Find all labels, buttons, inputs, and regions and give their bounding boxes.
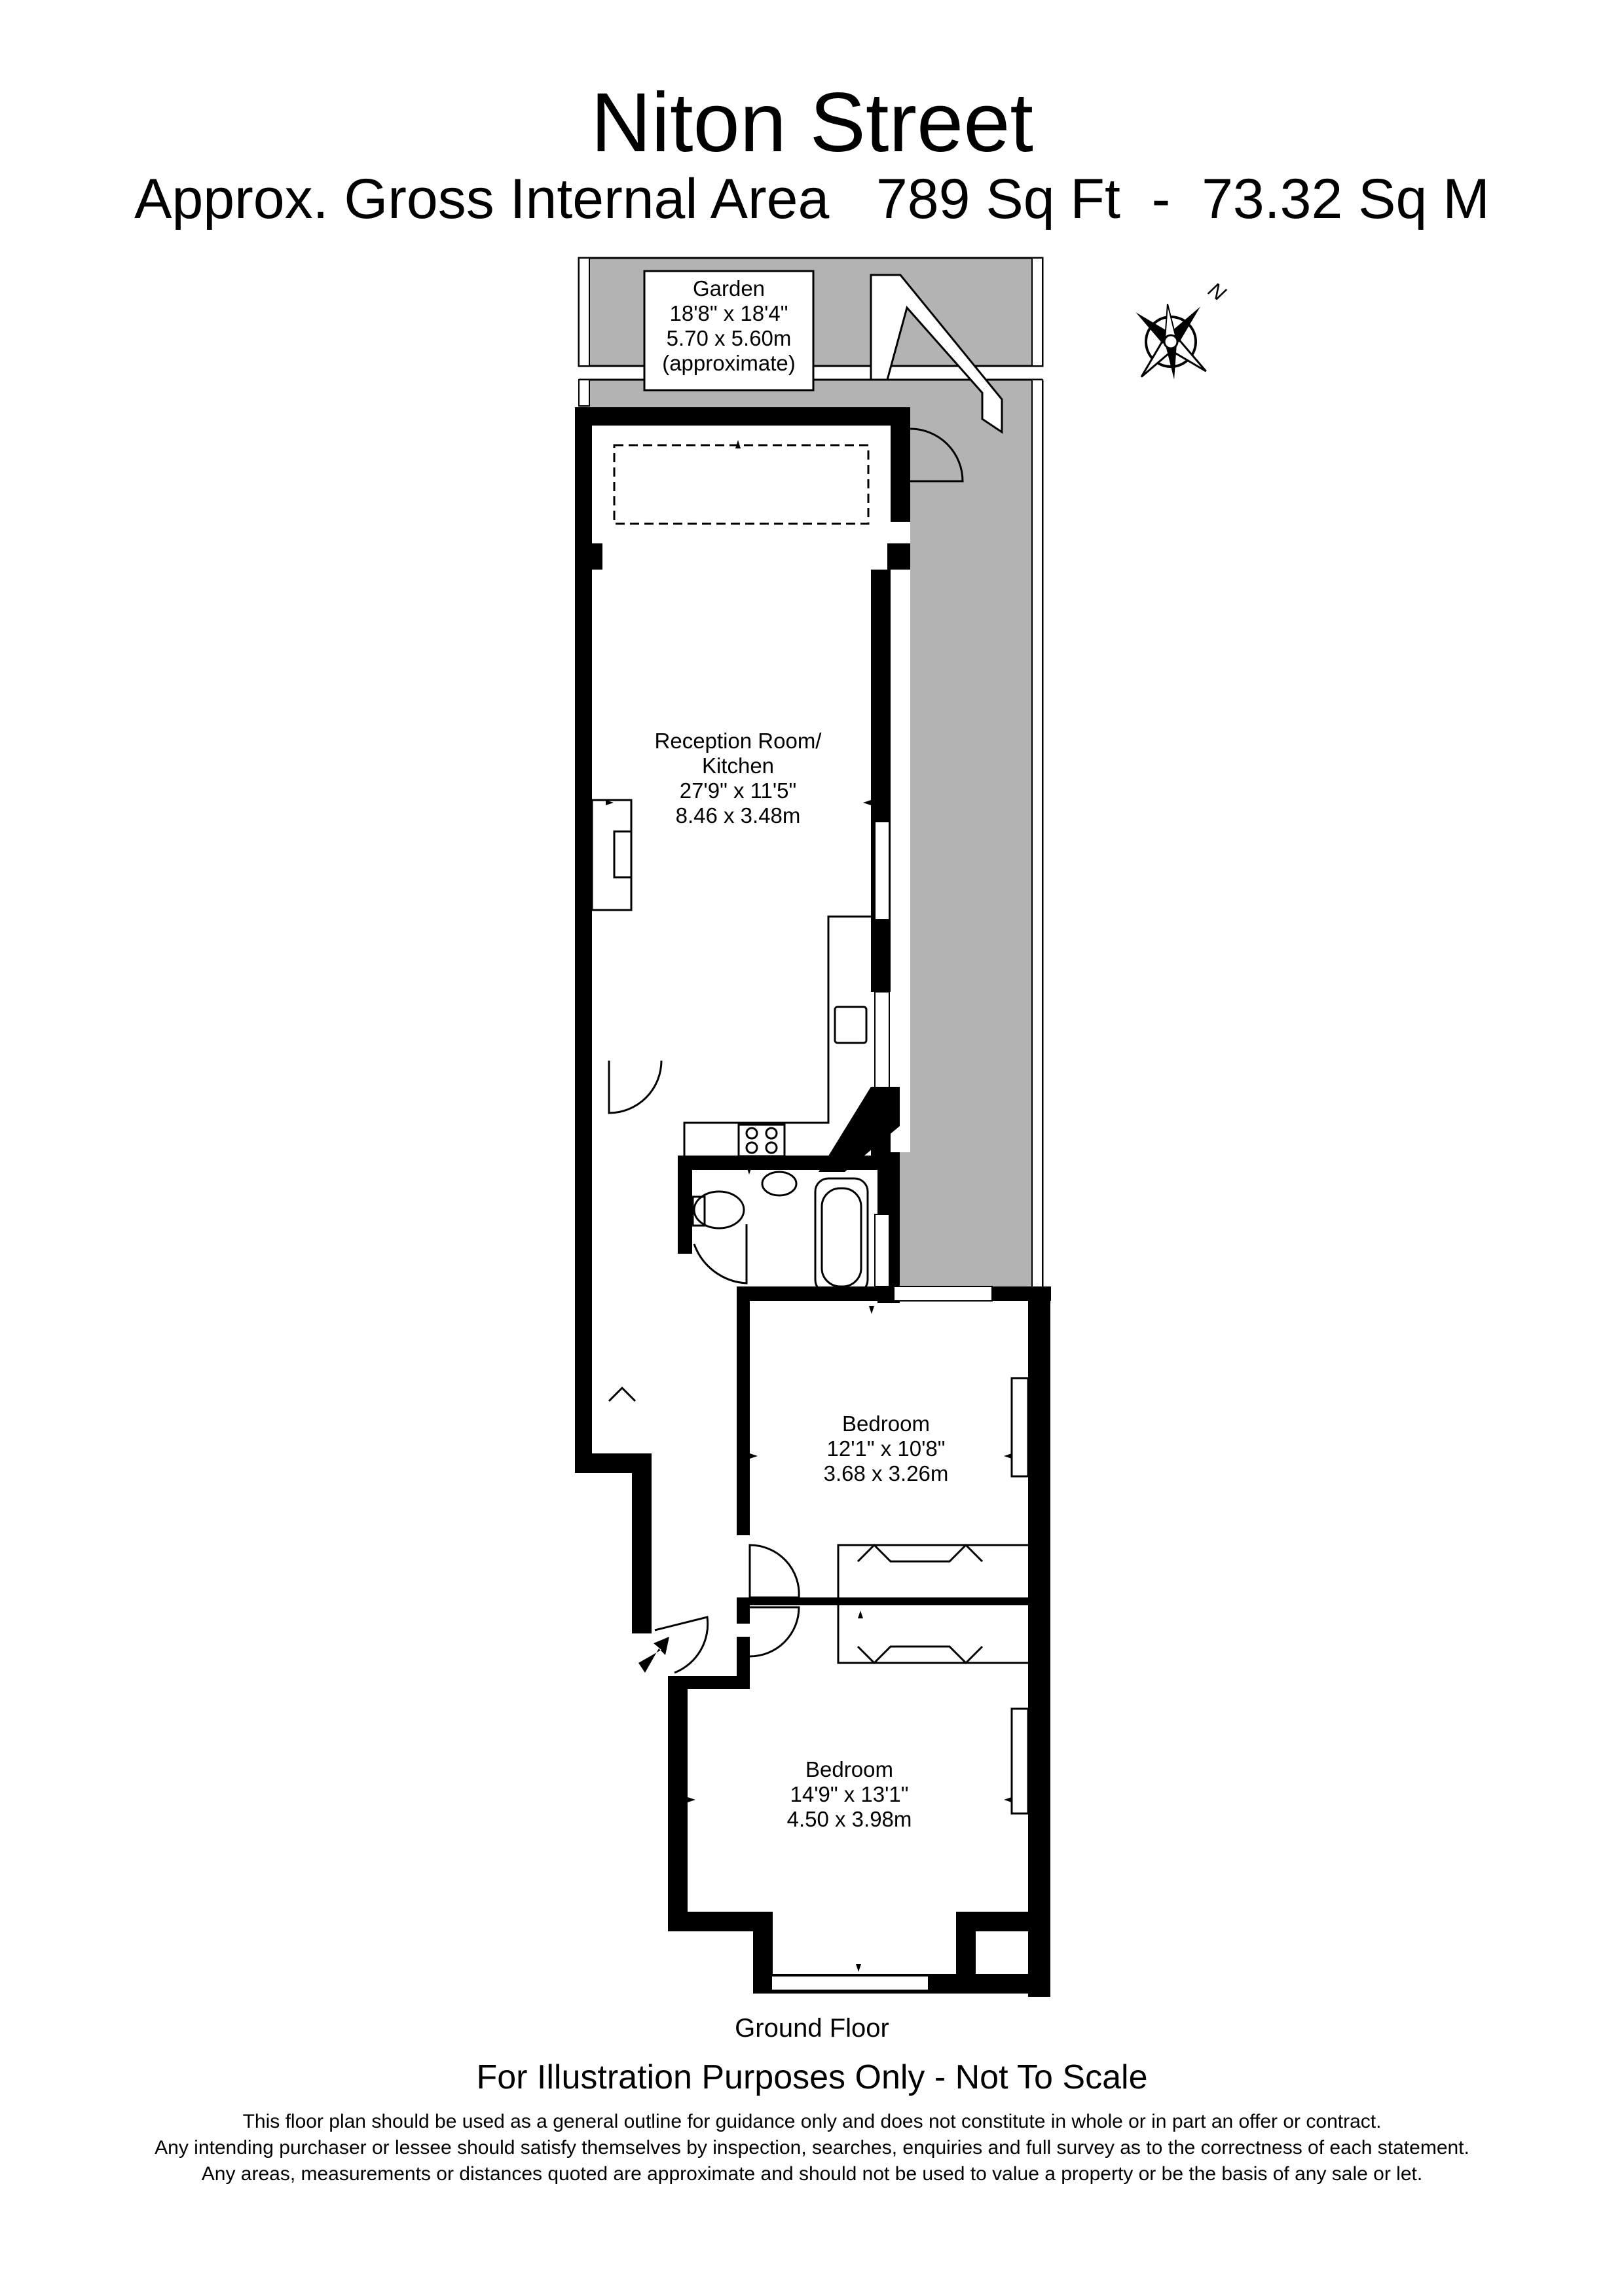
bedroom1-imperial: 12'1" x 10'8": [827, 1436, 946, 1461]
wc-door: [693, 1224, 748, 1285]
walls: [575, 407, 1051, 1997]
garden-label: Garden 18'8" x 18'4" 5.70 x 5.60m (appro…: [662, 276, 796, 375]
disclaimer-line-3: Any areas, measurements or distances quo…: [202, 2163, 1422, 2185]
reception-metric: 8.46 x 3.48m: [676, 803, 801, 828]
bedroom1-metric: 3.68 x 3.26m: [824, 1461, 949, 1485]
disclaimer-line-2: Any intending purchaser or lessee should…: [155, 2137, 1469, 2159]
compass-icon: [1135, 303, 1207, 380]
wardrobe: [837, 1544, 1036, 1664]
toilet: [693, 1190, 745, 1230]
garden-door: [910, 428, 964, 483]
garden-name: Garden: [693, 276, 765, 301]
reception-label: Reception Room/ Kitchen 27'9" x 11'5" 8.…: [655, 729, 822, 828]
disclaimer-line-1: This floor plan should be used as a gene…: [243, 2111, 1382, 2132]
bath: [814, 1177, 869, 1294]
bedroom2-door: [749, 1606, 800, 1658]
compass-north-label: N: [1204, 278, 1230, 306]
bedroom1-door: [748, 1544, 800, 1599]
plan-subtitle: Approx. Gross Internal Area 789 Sq Ft - …: [134, 168, 1490, 230]
kitchen-counter: [683, 915, 871, 1156]
reception-imperial: 27'9" x 11'5": [680, 778, 797, 803]
entrance-door: [654, 1616, 709, 1674]
bedroom2-name: Bedroom: [805, 1757, 893, 1781]
skylight-outline: [613, 444, 870, 525]
radiator: [1010, 1707, 1029, 1815]
garden-note: (approximate): [662, 351, 796, 375]
hob: [737, 1123, 786, 1157]
fixtures: [591, 444, 1036, 1815]
bedroom1-label: Bedroom 12'1" x 10'8" 3.68 x 3.26m: [824, 1412, 949, 1485]
reception-name-2: Kitchen: [702, 754, 774, 778]
measurement-markers: [606, 440, 1012, 1972]
reception-door: [608, 1060, 663, 1114]
bedroom2-imperial: 14'9" x 13'1": [790, 1782, 909, 1806]
illustration-note: For Illustration Purposes Only - Not To …: [476, 2058, 1147, 2096]
bedroom2-metric: 4.50 x 3.98m: [787, 1807, 912, 1831]
plan-title: Niton Street: [591, 76, 1033, 170]
bedroom2-label: Bedroom 14'9" x 13'1" 4.50 x 3.98m: [787, 1757, 912, 1831]
basin: [761, 1171, 798, 1197]
sink: [834, 1006, 868, 1044]
garden-imperial: 18'8" x 18'4": [670, 301, 788, 325]
floor-label: Ground Floor: [735, 2014, 889, 2043]
entrance-arrow-icon: [638, 1637, 669, 1673]
bedroom1-name: Bedroom: [842, 1412, 930, 1436]
reception-name: Reception Room/: [655, 729, 822, 753]
garden-metric: 5.70 x 5.60m: [667, 326, 792, 350]
doors: [608, 428, 964, 1674]
radiator: [1010, 1377, 1029, 1478]
garden-area: [578, 257, 1044, 1298]
